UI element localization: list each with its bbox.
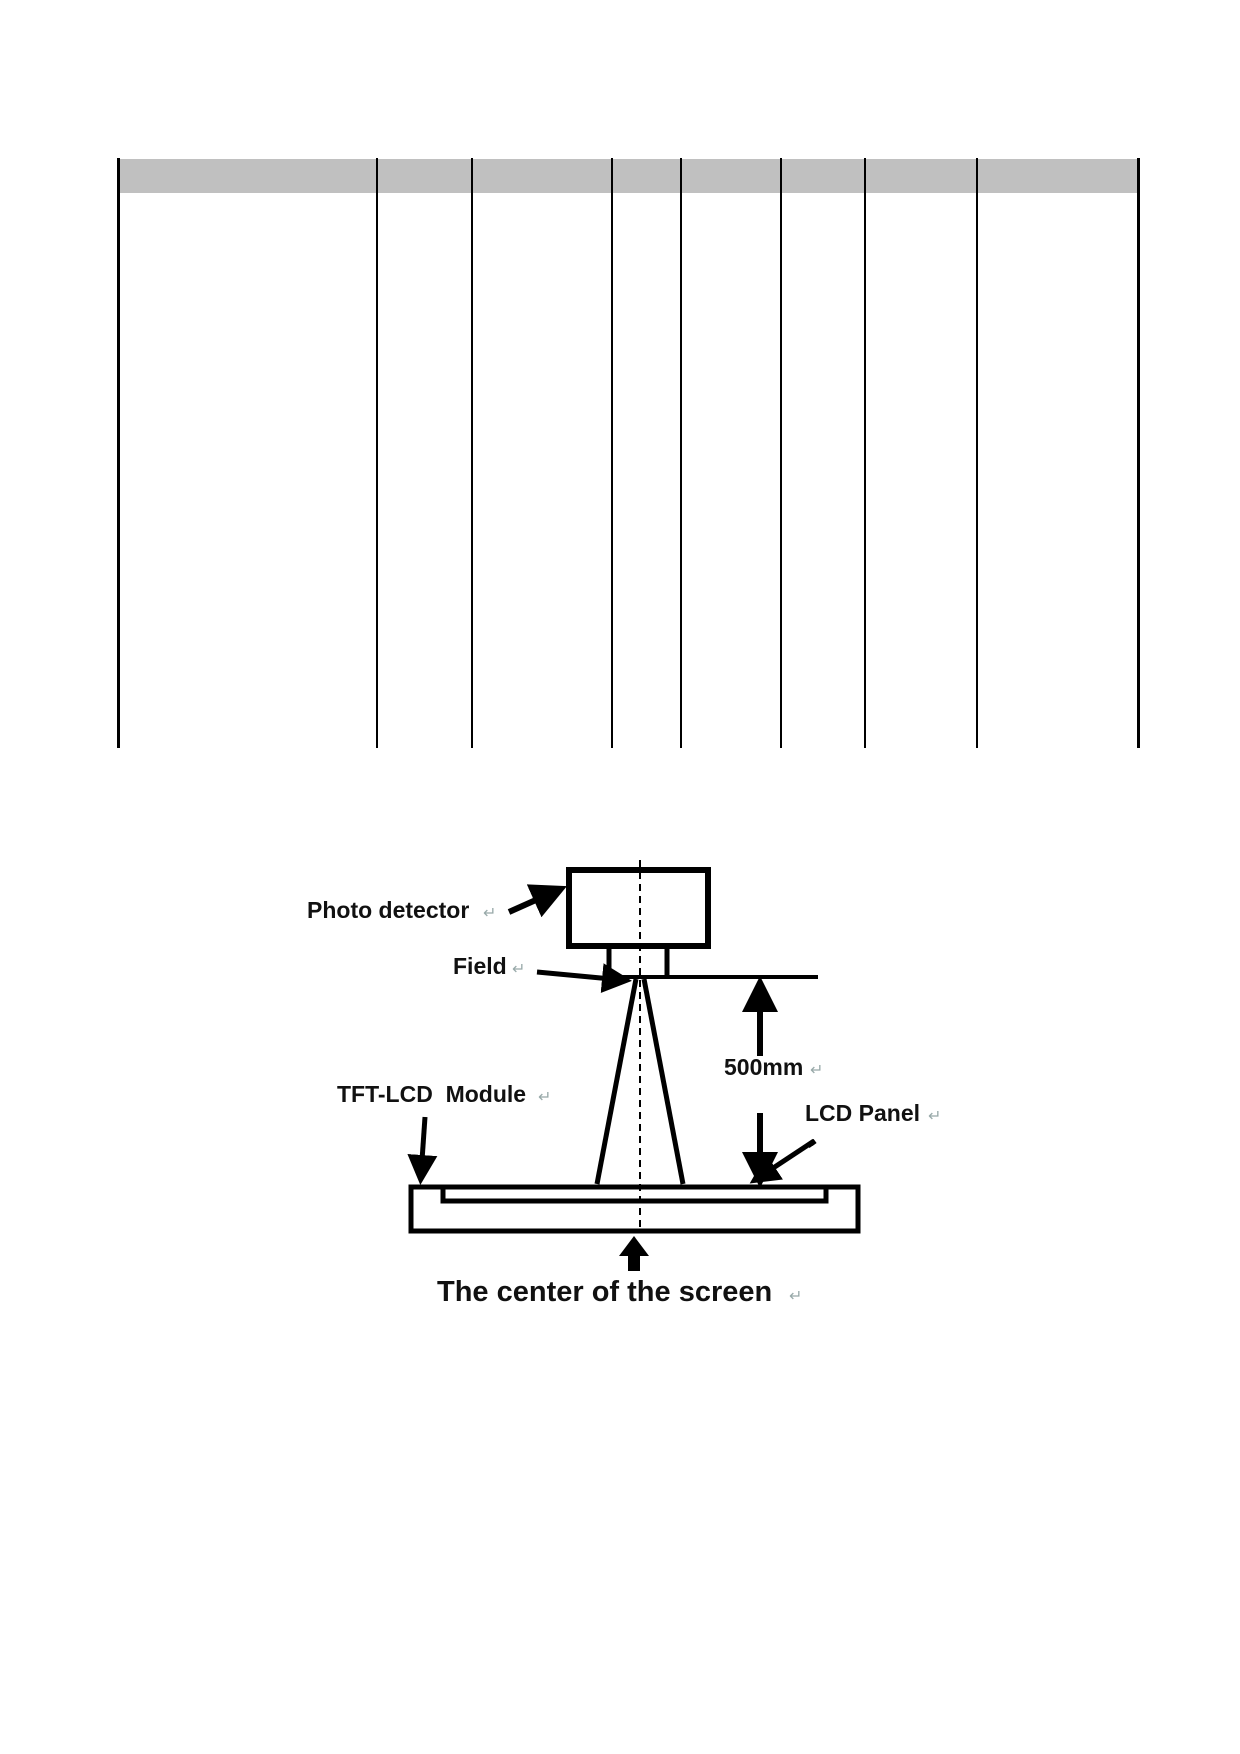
paragraph-mark: ↵ — [538, 1089, 551, 1106]
column-divider — [376, 158, 378, 748]
lcd-panel-label: LCD Panel — [805, 1100, 920, 1126]
lcd-panel-arrow-shaft — [809, 1139, 817, 1146]
column-divider — [864, 158, 866, 748]
column-divider — [680, 158, 682, 748]
table-border-left — [117, 158, 120, 748]
field-label: Field — [453, 953, 507, 979]
center-of-screen-caption: The center of the screen — [437, 1276, 772, 1308]
lcd-panel — [440, 1187, 829, 1204]
paragraph-mark: ↵ — [512, 961, 525, 978]
column-divider — [611, 158, 613, 748]
column-divider — [471, 158, 473, 748]
photo-detector-label: Photo detector — [307, 897, 469, 923]
field-cone-left — [594, 978, 639, 1185]
paragraph-mark: ↵ — [483, 905, 496, 922]
lcd-panel-arrow — [806, 1138, 817, 1149]
photo-detector-arrow — [507, 884, 567, 918]
lcd-panel-pointer — [810, 1141, 815, 1176]
module-arrow — [407, 1116, 438, 1185]
column-divider — [976, 158, 978, 748]
table-border-right — [1137, 158, 1140, 748]
column-divider — [780, 158, 782, 748]
paragraph-mark: ↵ — [789, 1288, 802, 1305]
measurement-table — [117, 158, 1141, 748]
field-cone-right — [641, 978, 686, 1185]
distance-label: 500mm — [724, 1054, 803, 1080]
lcd-panel-pointer-arrow — [749, 1138, 816, 1184]
tft-lcd-module-label: TFT-LCD Module — [337, 1081, 526, 1107]
table-header-row — [117, 159, 1137, 193]
center-arrow-icon — [619, 1236, 649, 1271]
photo-detector-box — [566, 867, 711, 949]
field-arrow — [536, 963, 632, 994]
paragraph-mark: ↵ — [810, 1062, 823, 1079]
tft-lcd-module — [408, 1184, 861, 1234]
paragraph-mark: ↵ — [928, 1108, 941, 1125]
